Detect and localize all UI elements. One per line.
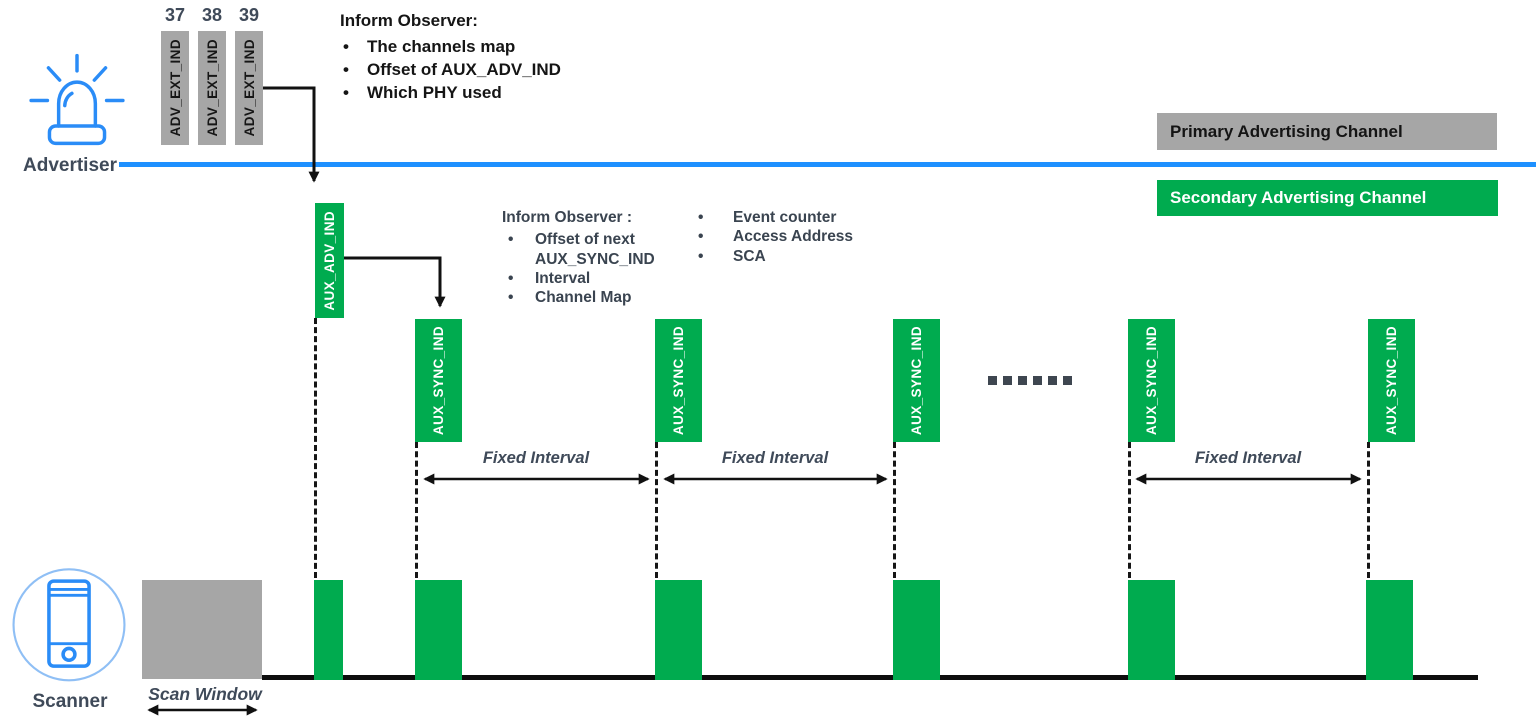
scan-window-rect xyxy=(142,580,262,679)
smartphone-icon xyxy=(12,568,126,682)
bullet-item: Access Address xyxy=(698,227,918,247)
note-title: Inform Observer : xyxy=(502,209,633,226)
aux-sync-ind-label: AUX_SYNC_IND xyxy=(431,325,446,436)
fixed-interval-label: Fixed Interval xyxy=(482,449,590,467)
sync-timing-dashed-line xyxy=(415,442,418,578)
aux-adv-ind-label: AUX_ADV_IND xyxy=(322,210,337,311)
rx-pulse-aux-adv xyxy=(314,580,343,680)
aux-adv-to-aux-sync-arrow xyxy=(344,256,446,308)
channel-number-39: 39 xyxy=(238,5,260,25)
sync-timing-dashed-line xyxy=(655,442,658,578)
bullet-item: Which PHY used xyxy=(340,81,640,104)
aux-sync-ind-packet: AUX_SYNC_IND xyxy=(415,319,462,442)
scan-window-label: Scan Window xyxy=(148,684,262,704)
ellipsis-dot xyxy=(1063,376,1072,385)
sync-timing-dashed-line xyxy=(1367,442,1370,578)
bullet-item: Offset of next AUX_SYNC_IND xyxy=(502,230,674,269)
adv-ext-to-aux-adv-arrow xyxy=(263,86,320,183)
sync-timing-dashed-line xyxy=(1128,442,1131,578)
aux-sync-ind-label: AUX_SYNC_IND xyxy=(1384,325,1399,436)
rx-pulse-aux-sync xyxy=(415,580,462,680)
fixed-interval-label: Fixed Interval xyxy=(721,449,829,467)
note-title: Inform Observer: xyxy=(340,11,478,30)
rx-pulse-aux-sync xyxy=(1128,580,1175,680)
rx-pulse-aux-sync xyxy=(1366,580,1413,680)
ellipsis-dot xyxy=(1018,376,1027,385)
adv-ext-ind-packet: ADV_EXT_IND xyxy=(235,31,263,145)
adv-ext-ind-label: ADV_EXT_IND xyxy=(241,39,257,137)
adv-ext-ind-packet: ADV_EXT_IND xyxy=(161,31,189,145)
ellipsis-dot xyxy=(1003,376,1012,385)
rx-pulse-aux-sync xyxy=(655,580,702,680)
bullet-item: SCA xyxy=(698,247,918,267)
siren-icon xyxy=(29,53,125,146)
ellipsis-dot xyxy=(988,376,997,385)
adv-ext-ind-label: ADV_EXT_IND xyxy=(167,39,183,137)
inform-observer-secondary-note-left: Inform Observer : Offset of next AUX_SYN… xyxy=(502,208,674,308)
aux-adv-ind-packet: AUX_ADV_IND xyxy=(315,203,344,318)
sync-timing-dashed-line xyxy=(893,442,896,578)
inform-observer-secondary-note-right: Event counter Access Address SCA xyxy=(698,208,918,266)
aux-sync-ind-label: AUX_SYNC_IND xyxy=(671,325,686,436)
fixed-interval-label: Fixed Interval xyxy=(1194,449,1302,467)
primary-channel-line xyxy=(119,162,1536,167)
inform-observer-primary-note: Inform Observer: The channels map Offset… xyxy=(340,9,640,104)
bullet-item: Event counter xyxy=(698,208,918,228)
primary-advertising-channel-badge: Primary Advertising Channel xyxy=(1157,113,1497,150)
bullet-item: Channel Map xyxy=(502,288,674,308)
scanner-label: Scanner xyxy=(32,691,108,712)
bullet-item: Offset of AUX_ADV_IND xyxy=(340,58,640,81)
scanner-timeline xyxy=(262,675,1478,680)
aux-sync-ind-packet: AUX_SYNC_IND xyxy=(1128,319,1175,442)
adv-ext-ind-label: ADV_EXT_IND xyxy=(204,39,220,137)
channel-number-38: 38 xyxy=(201,5,223,25)
aux-sync-ind-packet: AUX_SYNC_IND xyxy=(893,319,940,442)
sync-timing-dashed-line xyxy=(314,318,317,578)
bullet-item: Interval xyxy=(502,269,674,289)
bullet-item: The channels map xyxy=(340,35,640,58)
rx-pulse-aux-sync xyxy=(893,580,940,680)
aux-sync-ind-packet: AUX_SYNC_IND xyxy=(1368,319,1415,442)
advertiser-label: Advertiser xyxy=(23,155,117,176)
aux-sync-ind-packet: AUX_SYNC_IND xyxy=(655,319,702,442)
aux-sync-ind-label: AUX_SYNC_IND xyxy=(1144,325,1159,436)
aux-sync-ind-label: AUX_SYNC_IND xyxy=(909,325,924,436)
channel-number-37: 37 xyxy=(164,5,186,25)
ellipsis-dot xyxy=(1048,376,1057,385)
ellipsis-icon xyxy=(988,376,1072,385)
ellipsis-dot xyxy=(1033,376,1042,385)
adv-ext-ind-packet: ADV_EXT_IND xyxy=(198,31,226,145)
secondary-advertising-channel-badge: Secondary Advertising Channel xyxy=(1157,180,1498,216)
